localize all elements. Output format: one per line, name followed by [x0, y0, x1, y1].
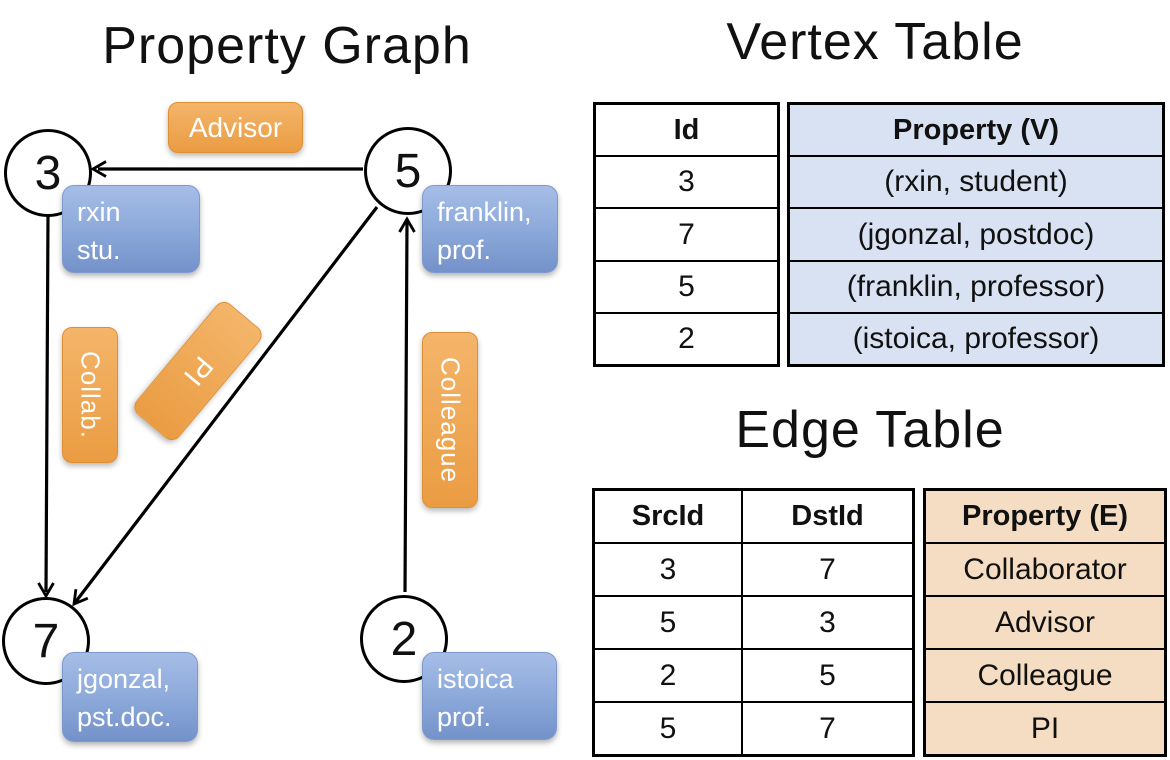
vertex-property-line: jgonzal, [77, 664, 171, 694]
edge-label-text: Advisor [188, 111, 283, 143]
edge-label-text: Collab. [75, 351, 106, 439]
vertex-id-label: 7 [32, 614, 60, 668]
edge-table-src-cell: 2 [659, 658, 677, 692]
edge-table-dst-cell: 7 [741, 703, 912, 754]
vertex-table-id-column: Id 3 7 5 2 [593, 102, 780, 367]
vertex-property-line: prof. [437, 235, 492, 265]
vertex-table-property-cell: (franklin, professor) [846, 269, 1106, 303]
edge-table-property-header: Property (E) [962, 500, 1128, 532]
edge-label-advisor: Advisor [168, 102, 303, 153]
vertex-property-line: pst.doc. [77, 702, 172, 732]
edge-table-src-cell: 3 [659, 552, 677, 586]
vertex-property-box-jgonzal: jgonzal, pst.doc. [62, 652, 198, 742]
vertex-node-7: 7 [2, 597, 90, 685]
vertex-table-property-cell: (istoica, professor) [852, 321, 1100, 355]
vertex-table-id-cell: 3 [678, 165, 695, 199]
edge-table-property-cell: Advisor [994, 605, 1096, 639]
edge-label-text: Colleague [435, 356, 466, 484]
edge-table-src-cell: 5 [659, 605, 677, 639]
edge-label-colleague: Colleague [422, 332, 478, 508]
vertex-property-line: istoica [437, 664, 514, 694]
vertex-table-id-header: Id [673, 113, 700, 146]
vertex-property-line: franklin, [437, 197, 532, 227]
edge-table-dst-cell: 5 [741, 650, 912, 701]
property-graph-title: Property Graph [102, 17, 472, 75]
vertex-id-label: 5 [394, 144, 422, 198]
vertex-id-label: 3 [34, 146, 62, 200]
vertex-node-3: 3 [4, 129, 92, 217]
edge-table-property-cell: Collaborator [963, 552, 1127, 586]
vertex-property-box-rxin: rxin stu. [62, 185, 200, 273]
edge-table-title: Edge Table [735, 401, 1005, 459]
vertex-property-line: stu. [77, 235, 121, 265]
vertex-property-line: rxin [77, 197, 121, 227]
edge-table-property-cell: PI [1030, 711, 1060, 745]
vertex-id-label: 2 [390, 612, 418, 666]
edge-table-src-header: SrcId [631, 500, 705, 532]
vertex-table-id-cell: 7 [678, 217, 695, 251]
edge-table-dst-cell: 7 [741, 544, 912, 595]
vertex-table-property-cell: (jgonzal, postdoc) [857, 217, 1095, 251]
edge-table-src-dst-columns: SrcId DstId 3 7 5 3 2 5 5 7 [592, 488, 915, 757]
vertex-property-line: prof. [437, 702, 492, 732]
edge-5-to-3-advisor [90, 160, 363, 178]
vertex-property-box-franklin: franklin, prof. [422, 185, 558, 273]
edge-table-dst-cell: 3 [741, 597, 912, 648]
vertex-table-title: Vertex Table [726, 13, 1024, 71]
vertex-table-id-cell: 2 [678, 321, 695, 355]
edge-table-property-column: Property (E) Collaborator Advisor Collea… [923, 488, 1167, 757]
edge-table-property-cell: Colleague [977, 658, 1113, 692]
vertex-property-box-istoica: istoica prof. [422, 652, 557, 740]
edge-table-dst-header: DstId [741, 491, 912, 542]
edge-table-src-cell: 5 [659, 711, 677, 745]
edge-3-to-7-collab [37, 215, 55, 599]
vertex-table-id-cell: 5 [678, 269, 695, 303]
vertex-table-property-column: Property (V) (rxin, student) (jgonzal, p… [787, 102, 1165, 367]
edge-label-text: PI [177, 350, 220, 393]
vertex-table-property-header: Property (V) [893, 113, 1059, 146]
edge-2-to-5-colleague [398, 216, 416, 593]
vertex-table-property-cell: (rxin, student) [884, 165, 1068, 199]
edge-label-pi: PI [130, 297, 266, 445]
edge-label-collab: Collab. [62, 327, 118, 463]
